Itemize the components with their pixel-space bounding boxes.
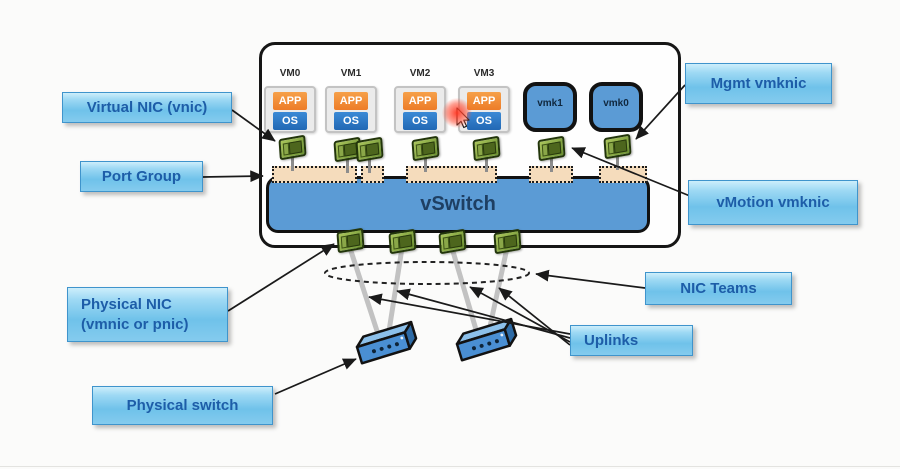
vm-box: APP OS: [394, 86, 446, 133]
cursor-highlight: [440, 95, 480, 135]
physical-nic-icon: [438, 228, 467, 269]
app-badge: APP: [273, 92, 307, 110]
os-badge: OS: [334, 112, 368, 130]
app-badge: APP: [403, 92, 437, 110]
uplink-lines: [347, 247, 510, 335]
arrow-uplink-1: [368, 293, 571, 335]
os-badge: OS: [467, 112, 501, 130]
os-badge: OS: [273, 112, 307, 130]
vm-label: VM3: [473, 68, 495, 79]
vnic-icon: [278, 134, 307, 175]
vm-box: APP OS: [264, 86, 316, 133]
vnic-icon: [472, 135, 501, 176]
arrow-uplink-4: [498, 287, 571, 346]
physical-nic-icon: [493, 228, 522, 269]
vmknic-icon: [603, 133, 632, 174]
callout-physical-switch: Physical switch: [92, 386, 273, 425]
port-group-box: [361, 166, 384, 183]
physical-switch-icon: [455, 317, 518, 362]
app-badge: APP: [467, 92, 501, 110]
vm-box: APP OS: [325, 86, 377, 133]
vnic-icon: [411, 135, 440, 176]
arrow-nic-teams: [535, 269, 646, 289]
vnic-icon: [333, 136, 362, 177]
arrow-uplink-3: [469, 286, 571, 343]
callout-virtual-nic: Virtual NIC (vnic): [62, 92, 232, 123]
arrow-port-group: [202, 170, 264, 183]
vmknic-icon: [537, 135, 566, 176]
callout-nic-teams: NIC Teams: [645, 272, 792, 305]
arrow-physical-switch: [274, 358, 357, 395]
arrow-physical-nic: [227, 243, 335, 312]
vm-label: VM2: [409, 68, 431, 79]
arrow-uplink-2: [396, 288, 571, 339]
callout-physical-nic: Physical NIC (vmnic or pnic): [67, 287, 228, 342]
callout-port-group: Port Group: [80, 161, 203, 192]
port-group-box: [406, 166, 497, 183]
vm-label: VM1: [340, 68, 362, 79]
physical-nic-icon: [388, 228, 417, 269]
physical-switch-icon: [355, 320, 418, 365]
vswitch-label: vSwitch: [420, 193, 496, 215]
app-badge: APP: [334, 92, 368, 110]
vm-label: VM0: [279, 68, 301, 79]
vswitch-box: vSwitch: [266, 176, 650, 233]
bottom-divider: [0, 466, 900, 467]
cursor-glow: [442, 98, 472, 128]
callout-mgmt-vmknic: Mgmt vmknic: [685, 63, 832, 104]
vnic-icon: [355, 136, 384, 177]
callout-uplinks: Uplinks: [570, 325, 693, 356]
vmk-box: vmk1: [523, 82, 577, 132]
os-badge: OS: [403, 112, 437, 130]
physical-nic-icon: [336, 227, 365, 268]
callout-vmotion-vmknic: vMotion vmknic: [688, 180, 858, 225]
vmk-box: vmk0: [589, 82, 643, 132]
